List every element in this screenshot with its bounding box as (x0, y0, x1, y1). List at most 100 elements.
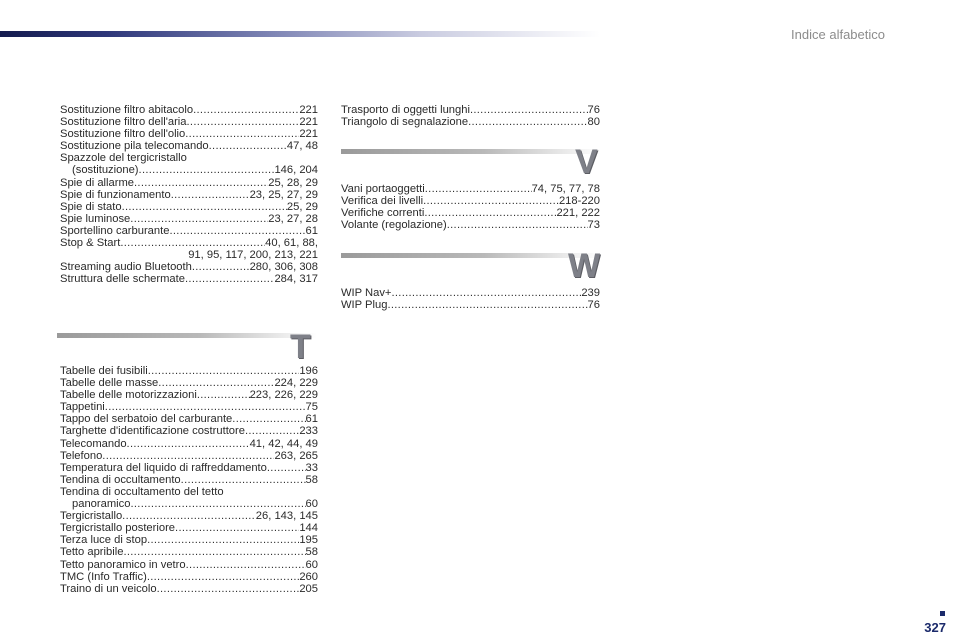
index-entry-pages: 284, 317 (274, 273, 318, 286)
index-entry: Triangolo di segnalazione 80 (341, 116, 600, 128)
index-entry: (sostituzione) 146, 204 (60, 164, 318, 176)
index-entry-pages: 146, 204 (274, 164, 318, 177)
index-entry-pages: 263, 265 (274, 449, 318, 462)
index-entry-label: Spazzole del tergicristallo (60, 152, 187, 165)
index-entry-pages: 33 (305, 461, 318, 474)
index-entry-leader-dots (424, 207, 556, 219)
index-entry-leader-dots (134, 177, 268, 189)
index-entry-pages: 144 (299, 522, 318, 535)
index-entry-label: Telecomando (60, 437, 127, 450)
index-entry-leader-dots (122, 510, 256, 522)
index-entry-leader-dots (158, 377, 274, 389)
index-entry-label: Volante (regolazione) (341, 219, 447, 232)
section-divider-t (57, 333, 317, 338)
index-entry: WIP Plug 76 (341, 299, 600, 311)
index-entry-leader-dots (193, 104, 299, 116)
index-entry-label: (sostituzione) (72, 164, 139, 177)
index-entry: Temperatura del liquido di raffreddament… (60, 462, 318, 474)
index-entry: Tendina di occultamento del tetto (60, 486, 318, 498)
index-entry-leader-dots (387, 299, 587, 311)
index-entry: Verifica dei livelli 218-220 (341, 195, 600, 207)
index-entry-leader-dots (425, 183, 532, 195)
index-entry-pages: 61 (305, 224, 318, 237)
index-entry-pages: 75 (305, 401, 318, 414)
index-entry-pages-continued: 91, 95, 117, 200, 213, 221 (188, 249, 318, 262)
index-entry-pages: 221 (299, 104, 318, 116)
section-letter-v: V (575, 143, 598, 181)
index-entry-label: Sostituzione filtro dell'olio (60, 128, 186, 141)
index-entry: Spazzole del tergicristallo (60, 152, 318, 164)
index-entry-pages: 196 (299, 365, 318, 377)
index-entry-label: Streaming audio Bluetooth (60, 261, 192, 274)
index-entry: Spie luminose23, 27, 28 (60, 213, 318, 225)
index-entry: Tergicristallo26, 143, 145 (60, 510, 318, 522)
index-entry-leader-dots (127, 438, 250, 450)
index-entry-label: Triangolo di segnalazione (341, 116, 469, 129)
index-entry-pages: 76 (587, 299, 600, 312)
index-entry-leader-dots (130, 213, 268, 225)
index-entry-label: Targhette d'identificazione costruttore (60, 425, 245, 438)
index-entry-leader-dots (232, 413, 305, 425)
index-section-t: Tabelle dei fusibili196Tabelle delle mas… (60, 365, 318, 595)
index-entry: Stop & Start40, 61, 88, (60, 237, 318, 249)
index-entry-pages: 223, 226, 229 (249, 389, 318, 402)
index-entry-label: Tendina di occultamento (60, 473, 181, 486)
index-entry-leader-dots (175, 522, 299, 534)
index-entry-pages: 221 (299, 128, 318, 141)
index-entry-leader-dots (186, 559, 306, 571)
index-entry-leader-dots (123, 546, 305, 558)
index-entry: Streaming audio Bluetooth 280, 306, 308 (60, 261, 318, 273)
index-entry-label: Telefono (60, 449, 103, 462)
index-entry: Spie di funzionamento 23, 25, 27, 29 (60, 189, 318, 201)
index-entry: Verifiche correnti221, 222 (341, 207, 600, 219)
index-entry-label: panoramico (72, 498, 131, 511)
index-entry: Terza luce di stop195 (60, 534, 318, 546)
index-entry-leader-dots (139, 164, 275, 176)
index-entry-label: Terza luce di stop (60, 534, 148, 547)
index-entry-leader-dots (148, 365, 300, 377)
section-letter-w: W (568, 247, 601, 285)
index-entry: Sostituzione filtro abitacolo 221 (60, 104, 318, 116)
index-entry-leader-dots (171, 189, 250, 201)
index-entry-leader-dots (245, 425, 299, 437)
page-title: Indice alfabetico (791, 27, 885, 42)
index-entry-label: Tetto apribile (60, 546, 124, 559)
index-entry: Trasporto di oggetti lunghi 76 (341, 104, 600, 116)
index-entry-pages: 221, 222 (556, 207, 600, 220)
index-entry-pages: 205 (299, 582, 318, 595)
index-section-v: Vani portaoggetti74, 75, 77, 78Verifica … (341, 183, 600, 231)
index-entry-pages: 60 (305, 558, 318, 571)
index-entry: TMC (Info Traffic)260 (60, 571, 318, 583)
index-entry: Spie di stato 25, 29 (60, 201, 318, 213)
index-entry-label: WIP Plug (341, 299, 388, 312)
index-entry-leader-dots (192, 261, 250, 273)
index-entry-pages: 23, 25, 27, 29 (249, 188, 318, 201)
index-entry-leader-dots (197, 389, 250, 401)
index-entry: Sostituzione filtro dell'olio 221 (60, 128, 318, 140)
index-entry-label: Vani portaoggetti (341, 183, 425, 195)
index-entry: Tabelle dei fusibili 196 (60, 365, 318, 377)
index-entry-leader-dots (157, 583, 300, 595)
index-section-t-continued: Trasporto di oggetti lunghi 76Triangolo … (341, 104, 600, 128)
index-entry-label: Tabelle dei fusibili (60, 365, 148, 377)
index-entry-leader-dots (391, 287, 581, 299)
index-entry-leader-dots (209, 140, 287, 152)
index-entry-pages: 73 (587, 219, 600, 232)
index-entry: Telecomando41, 42, 44, 49 (60, 438, 318, 450)
index-entry: Sostituzione pila telecomando47, 48 (60, 140, 318, 152)
index-entry-label: Tappo del serbatoio del carburante (60, 413, 233, 426)
index-entry: panoramico 60 (60, 498, 318, 510)
index-entry: Tappetini75 (60, 401, 318, 413)
index-entry: Sostituzione filtro dell'aria221 (60, 116, 318, 128)
index-entry-pages: 80 (587, 116, 600, 129)
index-entry-leader-dots (122, 201, 287, 213)
index-entry-leader-dots (147, 534, 299, 546)
index-entry: Tetto apribile 58 (60, 546, 318, 558)
index-entry-pages: 221 (299, 116, 318, 129)
index-entry-leader-dots (185, 273, 274, 285)
index-entry-pages: 23, 27, 28 (268, 212, 318, 225)
index-entry-leader-dots (147, 571, 300, 583)
index-entry-leader-dots (169, 225, 305, 237)
index-entry-label: Tergicristallo (60, 510, 123, 523)
